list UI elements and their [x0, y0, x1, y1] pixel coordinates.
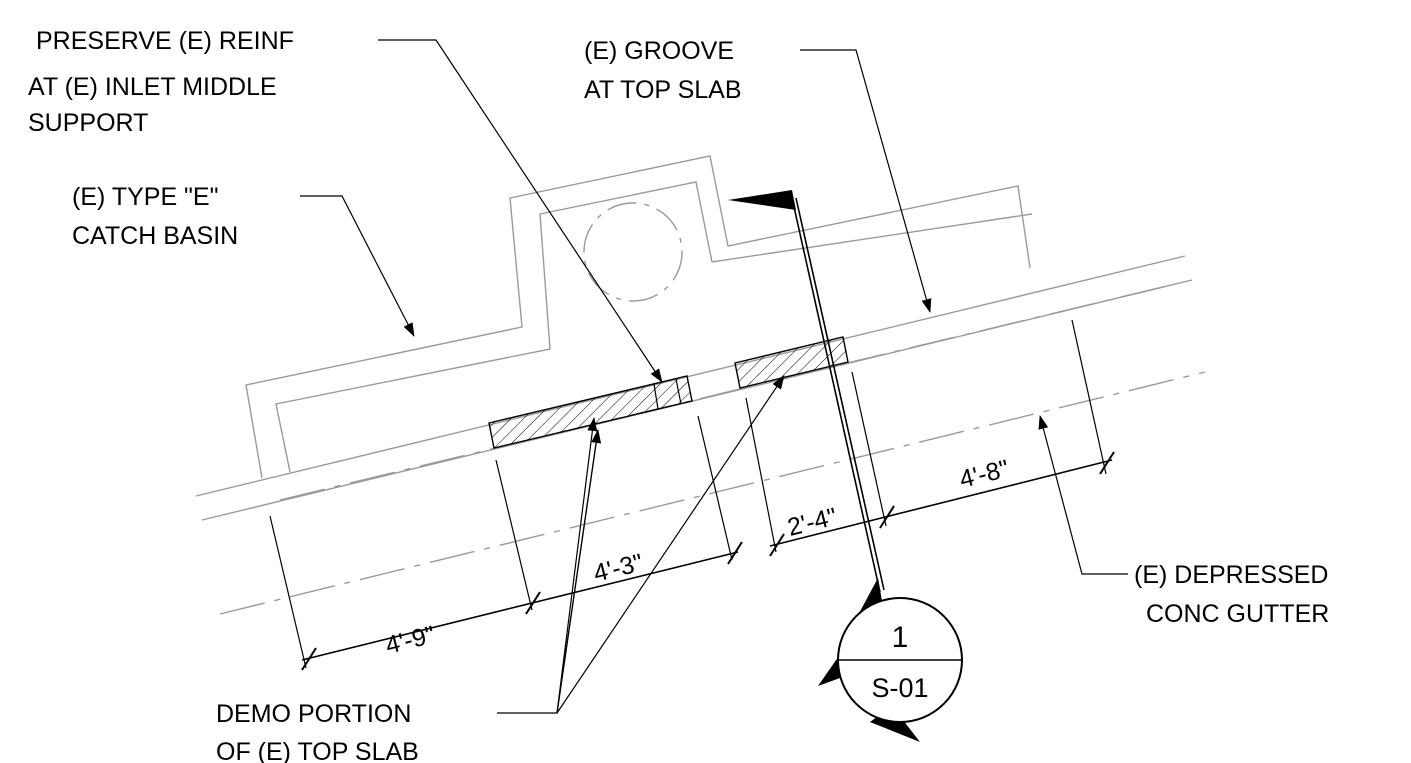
dimension-lines: 4'-9" 4'-3" 2'-4" 4'-8" [269, 319, 1115, 671]
note-demo-portion-line1: DEMO PORTION [216, 700, 411, 728]
section-sheet: S-01 [871, 673, 928, 703]
demo-area-right [734, 336, 849, 389]
dimension-label-1: 4'-9" [383, 621, 438, 660]
section-flag-top [728, 190, 796, 210]
note-catch-basin-line2: CATCH BASIN [72, 222, 238, 250]
note-catch-basin-line1: (E) TYPE "E" [72, 183, 218, 211]
section-number: 1 [892, 621, 909, 654]
note-groove-line2: AT TOP SLAB [584, 76, 742, 104]
note-preserve-reinf-line3: SUPPORT [28, 109, 148, 137]
note-preserve-reinf-line1: PRESERVE (E) REINF [36, 27, 294, 55]
note-groove-line1: (E) GROOVE [584, 37, 734, 65]
leader-lines [300, 39, 1128, 714]
note-preserve-reinf: PRESERVE (E) REINF AT (E) INLET MIDDLE S… [28, 27, 294, 137]
note-preserve-reinf-line2: AT (E) INLET MIDDLE [28, 73, 277, 101]
note-groove: (E) GROOVE AT TOP SLAB [584, 37, 742, 104]
note-depressed-gutter: (E) DEPRESSED CONC GUTTER [1134, 561, 1329, 628]
gutter-lines [195, 255, 1206, 615]
dimension-label-3: 2'-4" [785, 503, 840, 542]
demo-portion-areas [488, 336, 849, 449]
note-catch-basin: (E) TYPE "E" CATCH BASIN [72, 183, 238, 250]
demo-area-left [488, 375, 693, 449]
note-depressed-gutter-line1: (E) DEPRESSED [1134, 561, 1328, 589]
note-demo-portion: DEMO PORTION OF (E) TOP SLAB [216, 700, 419, 763]
catch-basin-outline [245, 155, 1033, 479]
dimension-label-2: 4'-3" [591, 549, 646, 588]
note-depressed-gutter-line2: CONC GUTTER [1146, 600, 1329, 628]
note-demo-portion-line2: OF (E) TOP SLAB [216, 738, 419, 763]
section-cut: 1 S-01 [728, 190, 963, 742]
